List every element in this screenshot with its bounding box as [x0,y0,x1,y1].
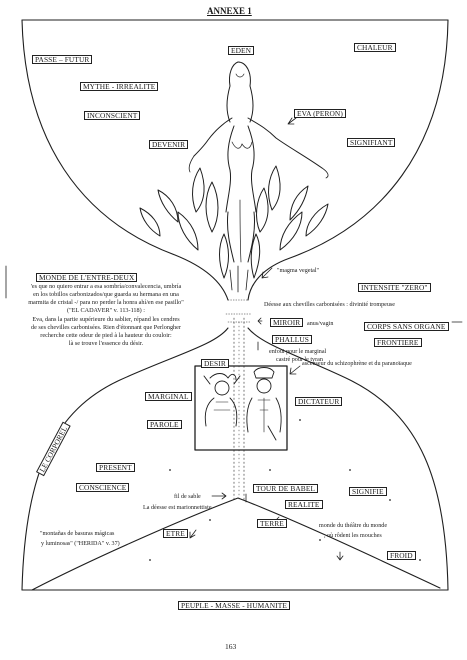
label-miroir: MIROIR [270,318,304,328]
label-eva-peron: EVA (PERON) [294,109,346,119]
arrow-ascenseur [289,365,301,375]
neck-sand [225,299,253,323]
label-realite: REALITE [285,500,323,510]
sand-mountain [31,497,441,591]
page-number: 163 [225,642,237,651]
label-etre: ETRE [163,529,188,539]
portrait-frame [194,365,288,451]
sand-grains [149,419,421,561]
label-devenir: DEVENIR [149,140,189,150]
page-title: ANNEXE 1 [207,6,252,16]
commentary-line: recherche cette odeur de pied à la haute… [40,332,172,339]
commentary-line: Eva, dans la partie supérieure du sablie… [32,316,180,323]
leaves [139,165,329,293]
label-parole: PAROLE [147,420,182,430]
label-inconscient: INCONSCIENT [84,111,141,121]
label-anus-vagin: anus/vagin [307,321,334,327]
dictator-figure [246,367,282,441]
lower-bowl-right [247,327,449,591]
commentary-line: de ses chevilles carbonisées. Rien d'éto… [31,324,181,331]
poem-line: marmita de cristal -/ para no perder la … [28,299,184,306]
poem-line: en los tobillos carbonizados/que guarda … [33,291,179,298]
label-froid: FROID [387,551,416,561]
label-mythe-irrealite: MYTHE - IRREALITE [80,82,159,92]
label-conscience: CONSCIENCE [76,483,130,493]
arrow-etre [189,529,197,539]
arrow-miroir [257,317,263,325]
upper-bowl-left [21,19,229,301]
label-desir: DESIR [201,359,229,369]
label-eden: EDEN [228,46,255,56]
poem-line: 'es que no quiero entrar a esa sombría/c… [30,283,182,290]
label-tour-de-babel: TOUR DE BABEL [253,484,319,494]
label-frontiere: FRONTIERE [374,338,422,348]
label-peuple-masse-humanite: PEUPLE - MASSE - HUMANITE [178,601,290,611]
label-present: PRESENT [96,463,135,473]
upper-bowl-right [247,19,449,301]
label-intensite-zero: INTENSITE "ZERO" [358,283,431,293]
label-chaleur: CHALEUR [354,43,396,53]
label-terre: TERRE [257,519,287,529]
eva-figure [188,61,329,263]
label-monde-theatre-1: monde du théâtre du monde [319,523,388,529]
label-montanas-1: "montañas de basuras mágicas [40,531,115,537]
commentary-line: là se trouve l'essence du désir. [68,340,144,347]
label-deesse-marionnettiste: La déesse est marionnettiste [143,505,212,511]
lower-bowl-left [21,327,229,591]
label-magma-vegetal: "magma vegetal" [277,268,320,274]
label-monde-theatre-2: , où rôdent les mouches [324,533,382,539]
poem-line: ("EL CADAVER" v. 113-118) : [67,307,145,314]
label-fil-de-sable: fil de sable [174,494,201,500]
label-castre-tyran: castré pour le tyran [276,357,323,363]
label-enfoui-marginal: enfoui pour le marginal [269,349,327,355]
label-ascenseur: ascenseur du schizophrène et du paranoïa… [302,361,412,367]
arrow-fil-de-sable [211,492,227,500]
label-phallus: PHALLUS [272,335,312,345]
label-corps-sans-organe: CORPS SANS ORGANE [364,322,449,332]
poem-quote: 'es que no quiero entrar a esa sombría/c… [0,283,212,315]
label-deesse-chevilles: Déesse aux chevilles carbonisées : divin… [264,302,395,308]
label-monde-entre-deux: MONDE DE L'ENTRE-DEUX [36,273,138,283]
label-signifie: SIGNIFIE [349,487,387,497]
label-marginal: MARGINAL [145,392,192,402]
label-dictateur: DICTATEUR [295,397,343,407]
arrow-eva [287,117,297,125]
jester-figure [203,373,241,427]
arrow-magma [261,267,273,279]
label-signifiant: SIGNIFIANT [347,138,396,148]
commentary: Eva, dans la partie supérieure du sablie… [6,316,206,348]
label-montanas-2: y luminosas" ("HERIDA" v. 37) [41,541,120,547]
arrow-monde-theatre [336,551,344,561]
label-passe-futur: PASSE – FUTUR [32,55,93,65]
